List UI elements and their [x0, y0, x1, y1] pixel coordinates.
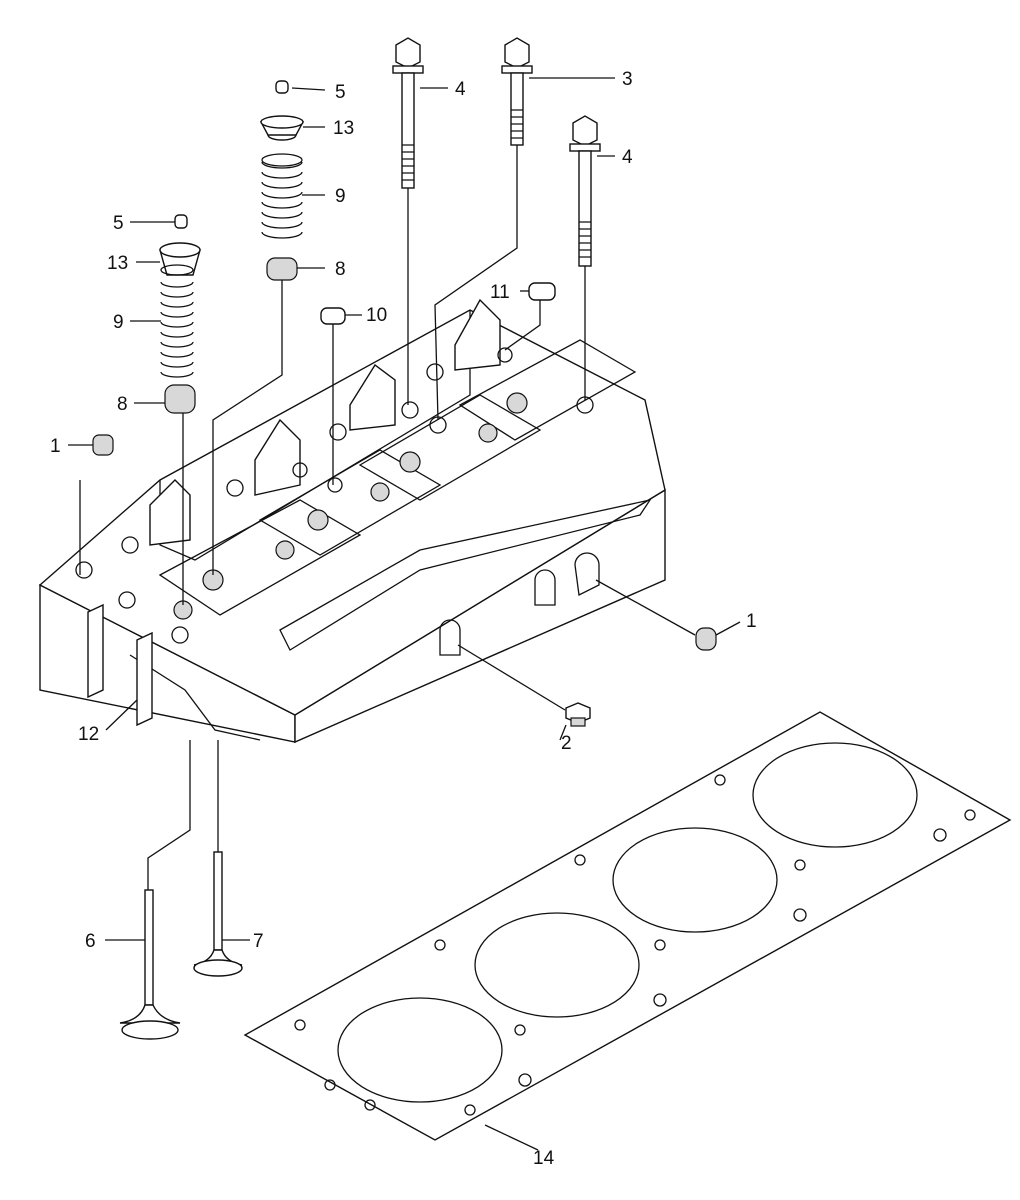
callout-labels: 5 13 9 8 10 11 4 3 4 5 13 9 8 1 1 2 12 6…	[50, 69, 757, 1169]
valve-stem-seal-left[interactable]	[164, 384, 196, 414]
callout-9-upper: 9	[335, 186, 346, 207]
spring-retainer-left[interactable]	[159, 242, 201, 276]
callout-14: 14	[533, 1148, 555, 1169]
callout-12: 12	[78, 724, 99, 745]
callout-1-left: 1	[50, 436, 61, 457]
seal-ring-10[interactable]	[320, 307, 346, 325]
spring-retainer-upper[interactable]	[259, 115, 305, 141]
cylinder-head-gasket[interactable]	[243, 711, 1012, 1141]
callout-5-upper: 5	[335, 82, 346, 103]
valve-bosses	[173, 392, 528, 620]
leader-lines	[68, 77, 741, 1151]
head-bolt-3[interactable]	[501, 37, 533, 146]
callout-7: 7	[253, 931, 264, 952]
callout-13-upper: 13	[333, 118, 354, 139]
intake-valve-6[interactable]	[119, 889, 181, 1040]
callout-4-long: 4	[455, 79, 466, 100]
callout-9-left: 9	[113, 312, 124, 333]
plug-bolt-2[interactable]	[565, 702, 591, 727]
head-bolt-4-right[interactable]	[569, 115, 601, 267]
valve-cotter-left[interactable]	[174, 214, 188, 229]
callout-13-left: 13	[107, 253, 128, 274]
callout-2: 2	[561, 733, 572, 754]
plug-1-left[interactable]	[92, 434, 114, 456]
valve-spring-upper[interactable]	[261, 153, 303, 239]
callout-5-left: 5	[113, 213, 124, 234]
head-bolt-4-long[interactable]	[392, 37, 424, 189]
valve-cotter-upper[interactable]	[275, 80, 289, 94]
callout-6: 6	[85, 931, 96, 952]
callout-11: 11	[490, 282, 510, 303]
callout-10: 10	[366, 305, 387, 326]
valve-spring-left[interactable]	[160, 264, 194, 378]
callout-1-right: 1	[746, 611, 757, 632]
callout-8-left: 8	[117, 394, 128, 415]
callout-3: 3	[622, 69, 633, 90]
plug-1-right[interactable]	[695, 627, 717, 651]
bolt-holes	[75, 347, 594, 644]
valve-stem-seal-upper[interactable]	[266, 257, 298, 281]
cylinder-head[interactable]	[38, 298, 666, 744]
callout-8-upper: 8	[335, 259, 346, 280]
seal-ring-11[interactable]	[528, 282, 556, 301]
exhaust-valve-7[interactable]	[193, 851, 243, 977]
callout-4-right: 4	[622, 147, 633, 168]
